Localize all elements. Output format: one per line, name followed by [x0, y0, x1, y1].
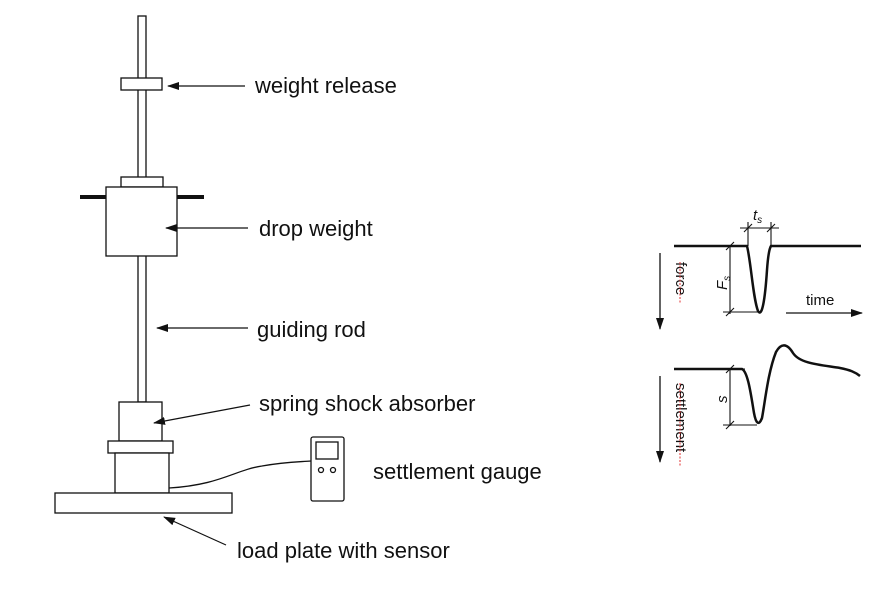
spring-shock-absorber-label: spring shock absorber [259, 391, 475, 416]
gauge-button-right [329, 466, 337, 474]
apparatus [54, 15, 345, 514]
ts-subscript: s [757, 215, 762, 226]
drop-weight-shape [105, 186, 178, 257]
fs-subscript: s [722, 276, 733, 281]
fs-symbol: F [714, 280, 731, 290]
gauge-cable [168, 460, 312, 489]
settlement-curve [674, 344, 861, 425]
ts-slash-right [766, 223, 776, 233]
ts-label: ts [753, 207, 762, 226]
leader-arrows [153, 82, 251, 546]
fs-label: Fs [714, 276, 733, 290]
s-slash-top [725, 364, 735, 374]
drop-weight-label: drop weight [259, 216, 373, 241]
sensor-housing-shape [114, 452, 170, 494]
gauge-button-left [317, 466, 325, 474]
spring-shock-absorber-shape [118, 401, 163, 442]
spring-shock-absorber-arrow [153, 404, 251, 425]
ts-slash-left [743, 223, 753, 233]
settlement-gauge-device [310, 436, 345, 502]
force-axis-label: force [672, 262, 689, 295]
weight-release-label: weight release [254, 73, 397, 98]
time-axis-label: time [806, 292, 834, 309]
settlement-gauge-label: settlement gauge [373, 459, 542, 484]
load-plate-shape [54, 492, 233, 514]
fs-slash-top [725, 241, 735, 251]
drop-weight-collar [120, 176, 164, 188]
gauge-display [315, 441, 339, 460]
force-graph [656, 222, 863, 330]
guiding-rod-label: guiding rod [257, 317, 366, 342]
ts-symbol: t [753, 207, 758, 224]
settlement-graph [656, 344, 861, 463]
load-plate-arrow [163, 516, 227, 546]
load-plate-label: load plate with sensor [237, 538, 450, 563]
flange-shape [107, 440, 174, 454]
fs-slash-bottom [725, 307, 735, 317]
force-curve [674, 244, 861, 314]
s-slash-bottom [725, 420, 735, 430]
weight-release-shape [120, 77, 163, 91]
s-label: s [714, 395, 731, 403]
